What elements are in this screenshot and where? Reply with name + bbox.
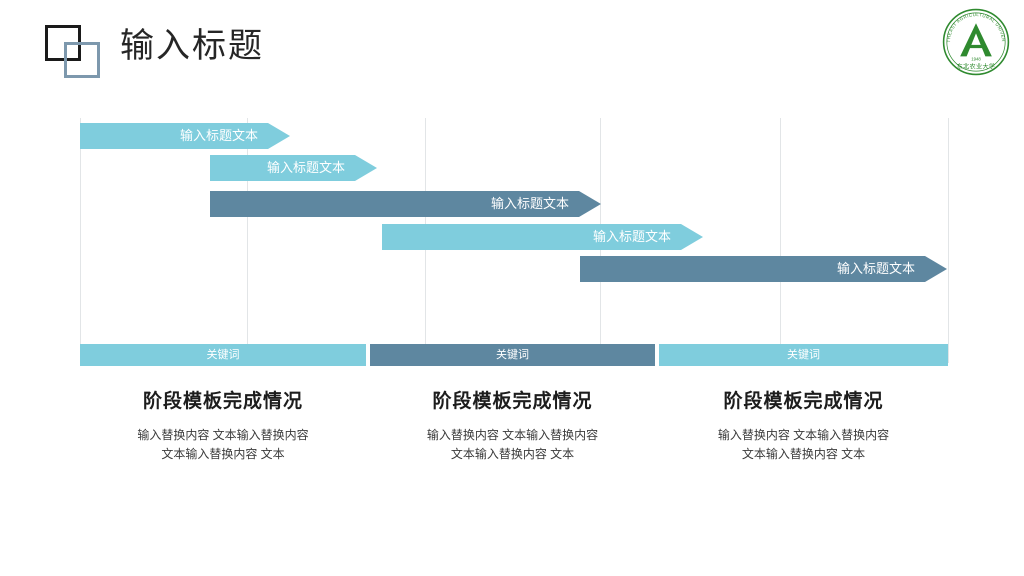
keyword-bar-1[interactable]: 关键词: [80, 344, 366, 366]
chart-bar-body: [382, 224, 681, 250]
description-body: 输入替换内容 文本输入替换内容文本输入替换内容 文本: [370, 426, 655, 464]
chart-bar-3[interactable]: 输入标题文本: [210, 191, 601, 217]
description-block-1: 阶段模板完成情况输入替换内容 文本输入替换内容文本输入替换内容 文本: [80, 388, 366, 464]
description-block-3: 阶段模板完成情况输入替换内容 文本输入替换内容文本输入替换内容 文本: [659, 388, 948, 464]
svg-text:1948: 1948: [971, 57, 981, 62]
overlapping-squares-icon: [45, 25, 107, 78]
chart-bar-body: [210, 191, 579, 217]
gantt-chart: 输入标题文本输入标题文本输入标题文本输入标题文本输入标题文本: [0, 100, 1024, 370]
description-group: 阶段模板完成情况输入替换内容 文本输入替换内容文本输入替换内容 文本阶段模板完成…: [0, 388, 1024, 488]
chart-bar-label: 输入标题文本: [179, 128, 258, 143]
chart-bar-label: 输入标题文本: [490, 196, 569, 211]
svg-text:东北农业大学: 东北农业大学: [957, 63, 996, 71]
chart-bar-arrowhead-icon: [681, 224, 703, 250]
gridline-4: [780, 118, 781, 363]
chart-bar-arrowhead-icon: [268, 123, 290, 149]
chart-bar-arrowhead-icon: [355, 155, 377, 181]
description-title: 阶段模板完成情况: [142, 391, 303, 412]
gridline-1: [247, 118, 248, 363]
description-line-2: 文本输入替换内容 文本: [741, 447, 866, 461]
gridline-0: [80, 118, 81, 363]
chart-bar-2[interactable]: 输入标题文本: [210, 155, 377, 181]
description-line-1: 输入替换内容 文本输入替换内容: [717, 428, 890, 442]
description-line-2: 文本输入替换内容 文本: [450, 447, 575, 461]
description-line-1: 输入替换内容 文本输入替换内容: [426, 428, 599, 442]
description-title: 阶段模板完成情况: [723, 391, 884, 412]
slide-header: 输入标题 NORTHEAST AGRICULTURAL UNIVERSITY 1…: [0, 0, 1024, 100]
chart-bar-arrowhead-icon: [925, 256, 947, 282]
description-body: 输入替换内容 文本输入替换内容文本输入替换内容 文本: [659, 426, 948, 464]
keyword-bar-group: 关键词关键词关键词: [0, 344, 1024, 366]
chart-bar-4[interactable]: 输入标题文本: [382, 224, 703, 250]
keyword-bar-3[interactable]: 关键词: [659, 344, 948, 366]
chart-bar-1[interactable]: 输入标题文本: [80, 123, 290, 149]
description-line-1: 输入替换内容 文本输入替换内容: [137, 428, 309, 442]
chart-bar-arrowhead-icon: [579, 191, 601, 217]
university-seal-icon: NORTHEAST AGRICULTURAL UNIVERSITY 1948 东…: [938, 2, 1012, 78]
chart-bar-label: 输入标题文本: [592, 229, 671, 244]
gridline-5: [948, 118, 949, 363]
description-block-2: 阶段模板完成情况输入替换内容 文本输入替换内容文本输入替换内容 文本: [370, 388, 655, 464]
description-line-2: 文本输入替换内容 文本: [161, 447, 285, 461]
chart-bar-body: [210, 155, 355, 181]
page-title: 输入标题: [120, 27, 264, 65]
chart-bar-label: 输入标题文本: [266, 160, 345, 175]
chart-bar-label: 输入标题文本: [836, 261, 915, 276]
keyword-bar-2[interactable]: 关键词: [370, 344, 655, 366]
description-title: 阶段模板完成情况: [432, 391, 593, 412]
logo-square-blue: [64, 42, 100, 78]
description-body: 输入替换内容 文本输入替换内容文本输入替换内容 文本: [80, 426, 366, 464]
chart-bar-body: [80, 123, 268, 149]
chart-bar-5[interactable]: 输入标题文本: [580, 256, 947, 282]
chart-bar-body: [580, 256, 925, 282]
